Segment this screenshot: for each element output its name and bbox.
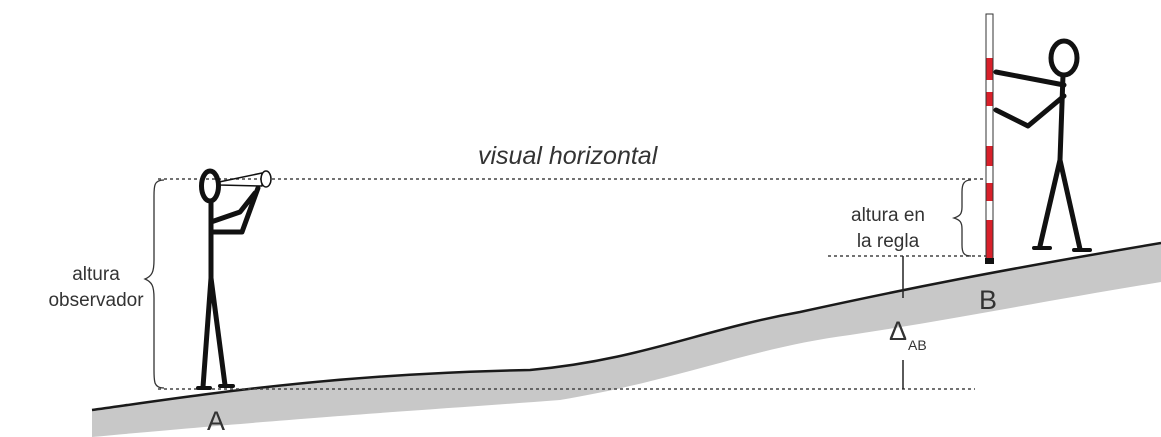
rod-height-label: altura en la regla [832,203,944,255]
observer-arms [208,185,261,235]
point-a-label: A [207,406,226,436]
delta-subscript: AB [908,337,927,353]
rod-holder-legs [1037,157,1083,252]
ground-line [91,241,1161,412]
delta-ab-label: ΔAB [889,316,927,353]
rod-holder-figure [993,38,1092,252]
point-b-label: B [979,285,998,315]
observer-height-brace [143,179,165,389]
leveling-rod [985,13,994,264]
observer-feet [196,384,235,390]
rod-height-label-line2: la regla [856,231,920,252]
rod-holder-head [1048,38,1080,78]
ground-band [92,243,1161,437]
rod-holder-arms [993,69,1067,129]
rod-holder-body [1057,72,1066,163]
observer-height-label: altura observador [30,262,162,314]
rod-holder-feet [1032,246,1092,252]
rod-height-brace [951,179,972,257]
telescope-lens [260,170,272,188]
observer-figure [196,168,272,390]
observer-height-label-line1: altura [72,264,120,285]
delta-symbol: Δ [889,316,908,346]
rod-height-label-line1: altura en [851,205,925,226]
telescope [218,172,263,187]
observer-legs [200,275,228,390]
observer-head [199,168,221,204]
sight-line-label: visual horizontal [478,142,658,170]
observer-height-label-line2: observador [48,290,144,311]
